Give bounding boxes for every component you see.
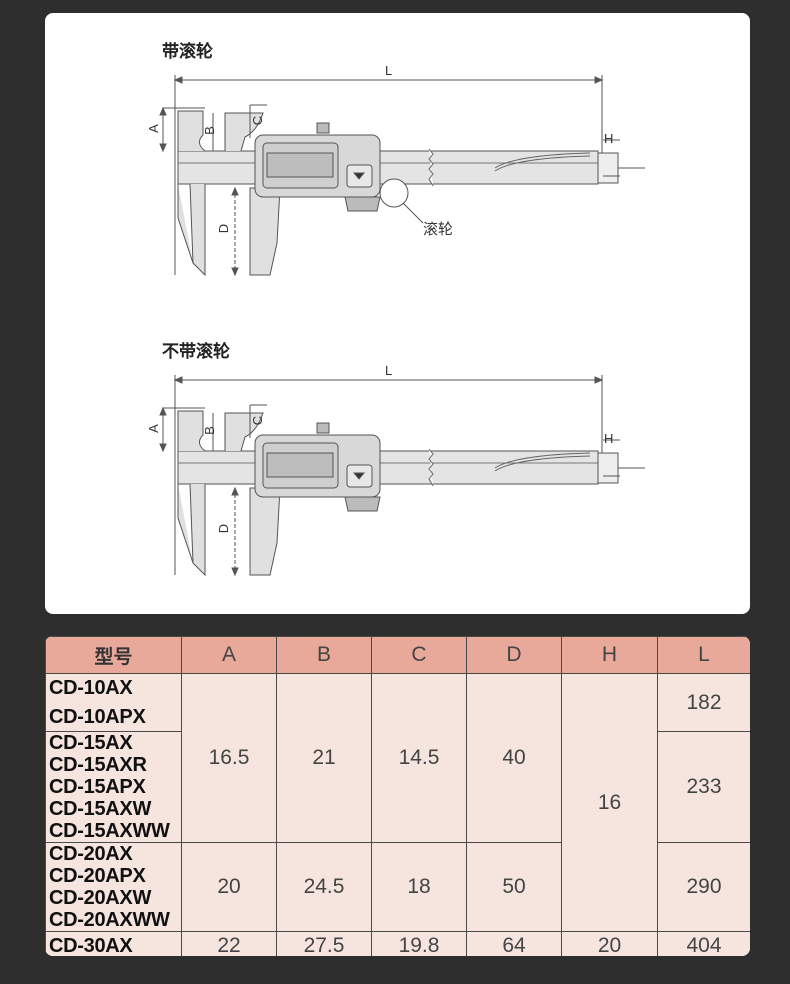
dim-l-label-2: L (385, 363, 393, 378)
model-name: CD-20AX (49, 843, 133, 865)
roller-label: 滚轮 (423, 221, 454, 238)
value-b-30: 27.5 (276, 931, 372, 956)
value-l-20: 290 (657, 842, 750, 932)
table-row-cd15: CD-15AX CD-15AXR CD-15APX CD-15AXW CD-15… (45, 731, 750, 843)
model-name: CD-30AX (49, 934, 133, 957)
spec-table: 型号 A B C D H L CD-10AX CD-10APX 16.5 21 … (45, 636, 750, 956)
drawing-title-with-roller: 带滚轮 (162, 42, 213, 62)
dim-d-label-2: D (216, 523, 232, 534)
value-a-30: 22 (181, 931, 277, 956)
caliper-drawing-with-roller (159, 75, 645, 277)
table-row-cd10: CD-10AX CD-10APX 16.5 21 14.5 40 16 182 (45, 673, 750, 932)
drawing-card: 带滚轮 (45, 13, 750, 614)
value-h-10-20: 16 (561, 673, 658, 932)
value-d-20: 50 (466, 842, 562, 932)
model-cell: CD-30AX (45, 931, 182, 957)
header-b: B (276, 636, 372, 674)
model-cell: CD-10AX CD-10APX (45, 673, 182, 732)
model-cell: CD-15AX CD-15AXR CD-15APX CD-15AXW CD-15… (45, 731, 182, 843)
header-model: 型号 (45, 636, 182, 674)
model-name: CD-15AXWW (49, 820, 170, 842)
dim-d-label-1: D (216, 223, 232, 234)
value-c-30: 19.8 (371, 931, 467, 956)
dim-a-label-2: A (145, 424, 161, 433)
model-name: CD-15AXW (49, 798, 152, 820)
header-h: H (561, 636, 658, 674)
table-row-cd30: CD-30AX 22 27.5 19.8 64 20 404 (45, 931, 750, 957)
dim-c-label-2: C (250, 415, 266, 426)
value-b-10-15: 21 (276, 673, 372, 843)
model-name: CD-15AX (49, 732, 133, 754)
value-c-10-15: 14.5 (371, 673, 467, 843)
value-l-30: 404 (657, 931, 750, 956)
header-a: A (181, 636, 277, 674)
value-a-20: 20 (181, 842, 277, 932)
header-d: D (466, 636, 562, 674)
spec-table-container: 型号 A B C D H L CD-10AX CD-10APX 16.5 21 … (45, 636, 750, 956)
dim-b-label-2: B (201, 426, 217, 435)
caliper-drawing-without-roller (159, 375, 645, 577)
dim-c-label-1: C (250, 115, 266, 126)
value-d-30: 64 (466, 931, 562, 956)
table-header-row: 型号 A B C D H L (45, 636, 750, 674)
model-name: CD-20AXWW (49, 909, 170, 931)
dim-h-label-1: H (604, 131, 614, 146)
drawing-title-without-roller: 不带滚轮 (162, 342, 230, 362)
model-name: CD-10APX (49, 706, 146, 728)
header-l: L (657, 636, 750, 674)
model-name: CD-20AXW (49, 887, 152, 909)
value-l-10: 182 (657, 673, 750, 732)
dim-h-label-2: H (604, 431, 614, 446)
model-name: CD-15AXR (49, 754, 147, 776)
header-c: C (371, 636, 467, 674)
value-b-20: 24.5 (276, 842, 372, 932)
model-name: CD-10AX (49, 677, 133, 699)
dim-l-label-1: L (385, 63, 393, 78)
model-cell: CD-20AX CD-20APX CD-20AXW CD-20AXWW (45, 842, 182, 932)
dim-b-label-1: B (201, 126, 217, 135)
value-l-15: 233 (657, 731, 750, 843)
value-d-10-15: 40 (466, 673, 562, 843)
model-name: CD-15APX (49, 776, 146, 798)
dim-a-label-1: A (145, 124, 161, 133)
value-h-30: 20 (561, 931, 658, 956)
model-name: CD-20APX (49, 865, 146, 887)
value-c-20: 18 (371, 842, 467, 932)
value-a-10-15: 16.5 (181, 673, 277, 843)
table-row-cd20: CD-20AX CD-20APX CD-20AXW CD-20AXWW 20 2… (45, 842, 750, 932)
